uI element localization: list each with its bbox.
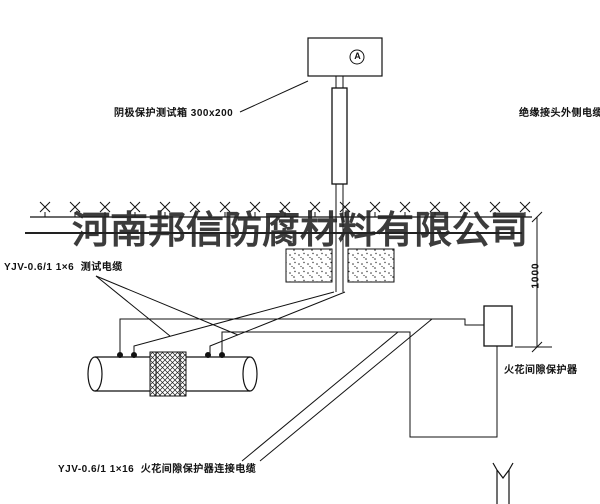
spark-gap-label: 火花间隙保护器 — [504, 365, 578, 376]
spark-gap-protector-box — [483, 305, 513, 347]
conduit — [331, 76, 348, 292]
dimension-line — [515, 211, 552, 353]
pipe-break-symbol — [492, 462, 514, 504]
concrete-blocks — [285, 248, 395, 283]
test-cable-label: YJV-0.6/1 1×6 测试电缆 — [4, 262, 123, 273]
ground-line — [30, 201, 532, 218]
test-box — [307, 37, 383, 77]
insulating-joint — [149, 351, 187, 397]
dimension-value: 1000 — [530, 262, 542, 289]
spark-gap-cables — [119, 318, 498, 438]
outer-cable-label: 绝缘接头外侧电缆 — [519, 108, 600, 119]
test-box-label: 阴极保护测试箱 300x200 — [114, 108, 234, 119]
company-watermark: 河南邦信防腐材料有限公司 — [71, 210, 528, 252]
test-cables — [133, 291, 346, 357]
pipeline — [87, 356, 258, 392]
meter-symbol: A — [354, 51, 361, 61]
bottom-cable-label: YJV-0.6/1 1×16 火花间隙保护器连接电缆 — [58, 464, 257, 475]
weld-points — [117, 352, 225, 358]
leader-lines — [95, 80, 433, 462]
